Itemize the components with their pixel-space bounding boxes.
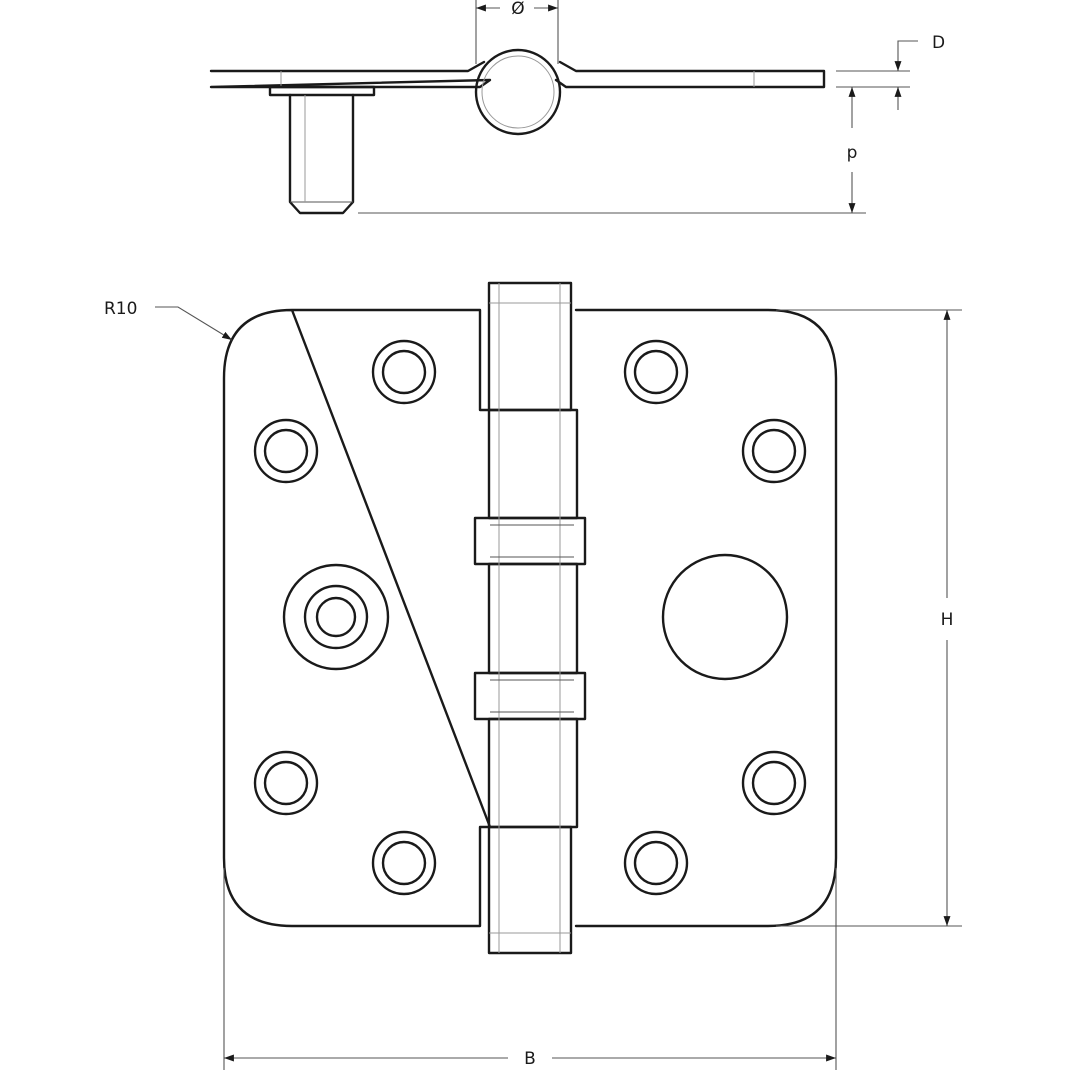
stud-receiving-hole	[661, 553, 789, 681]
height-dimension: H	[776, 309, 962, 927]
side-view: Ø D p	[209, 0, 945, 215]
pin-length-label: p	[847, 143, 858, 163]
screw-holes	[253, 339, 807, 896]
screw-hole	[371, 339, 437, 405]
screw-hole	[623, 830, 689, 896]
screw-hole	[741, 418, 807, 484]
screw-hole	[623, 339, 689, 405]
width-label: B	[524, 1049, 536, 1069]
diameter-dimension: Ø	[475, 0, 559, 64]
front-view: R10 H B	[104, 281, 962, 1070]
thickness-dimension: D	[836, 33, 945, 110]
hinge-barrel	[473, 281, 587, 955]
width-dimension: B	[223, 868, 837, 1070]
screw-hole	[253, 418, 319, 484]
left-leaf	[222, 308, 492, 928]
screw-hole	[253, 750, 319, 816]
thickness-label: D	[932, 33, 945, 53]
knuckle-circle	[474, 48, 562, 136]
leaf-profile	[209, 60, 826, 89]
screw-hole	[741, 750, 807, 816]
radius-label: R10	[104, 299, 137, 319]
right-leaf	[574, 308, 838, 928]
screw-hole	[371, 830, 437, 896]
radius-callout: R10	[104, 299, 233, 341]
height-label: H	[941, 610, 954, 630]
pin-length-dimension: p	[358, 87, 866, 214]
diameter-label: Ø	[511, 0, 524, 19]
security-stud	[282, 563, 390, 671]
pin-stud	[268, 85, 376, 215]
